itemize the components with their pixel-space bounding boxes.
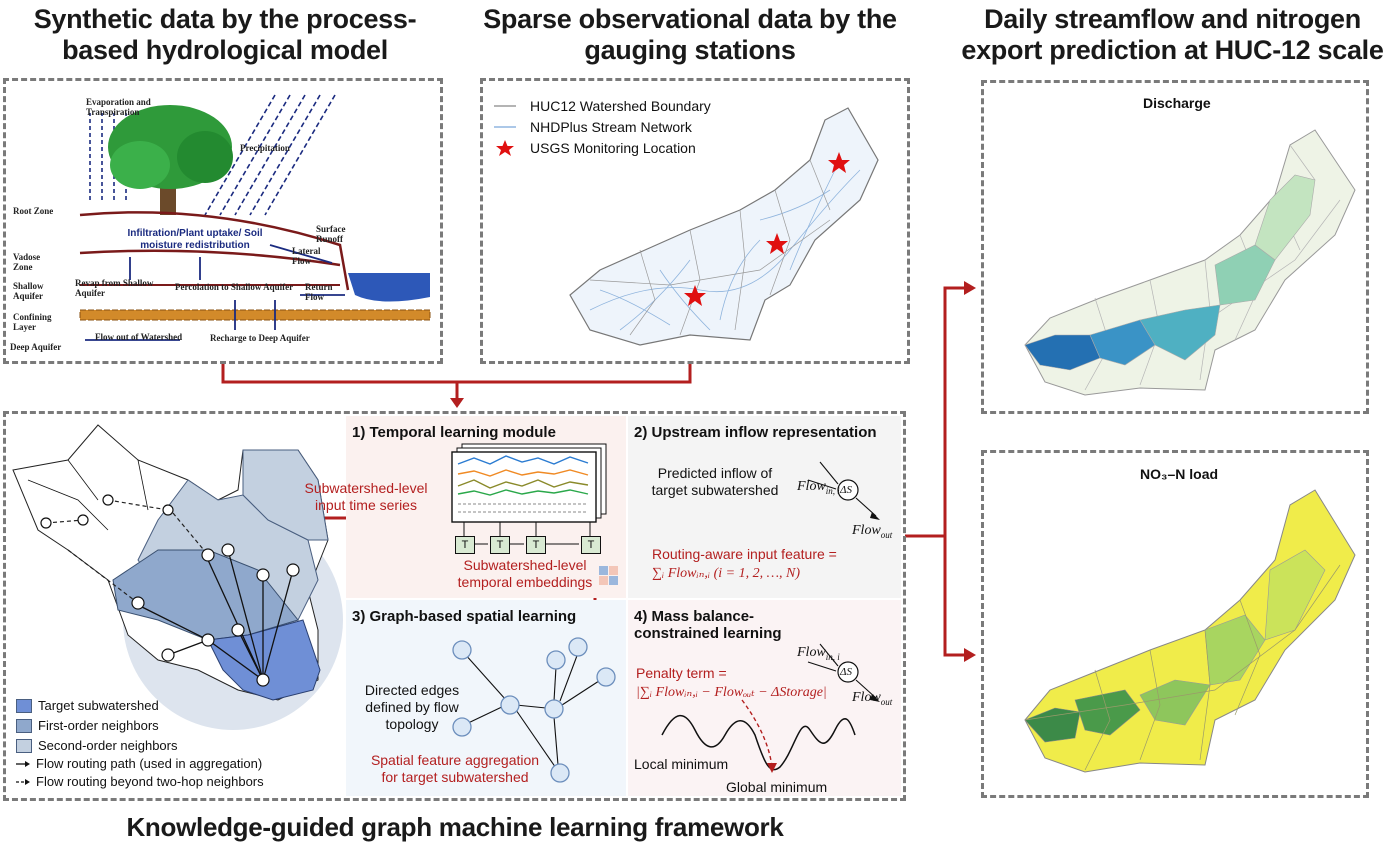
label-vadose-zone: Vadose Zone [13, 252, 41, 272]
legend-routing-beyond: Flow routing beyond two-hop neighbors [16, 774, 264, 790]
t-cell-4: T [581, 536, 601, 554]
t-cell-3: T [526, 536, 546, 554]
hydro-model-diagram [79, 94, 431, 341]
usgs-star-1 [828, 152, 850, 173]
gauge-legend-nhdplus: NHDPlus Stream Network [530, 119, 692, 135]
gauge-legend-usgs: USGS Monitoring Location [530, 140, 696, 156]
mass-flow-in: Flowin, i [797, 645, 840, 662]
upstream-cell [628, 416, 901, 598]
label-flow-out: Flow out of Watershed [95, 332, 183, 342]
graph-aggregation [452, 637, 616, 783]
mass-heading: 4) Mass balance-constrained learning [634, 608, 782, 642]
label-precipitation: Precipitation [240, 143, 290, 153]
spatial-edges-label: Directed edges defined by flow topology [364, 682, 460, 732]
temporal-heading: 1) Temporal learning module [352, 424, 556, 441]
legend-routing-used: Flow routing path (used in aggregation) [16, 756, 262, 772]
upstream-heading: 2) Upstream inflow representation [634, 424, 877, 441]
title-prediction: Daily streamflow and nitrogen export pre… [961, 4, 1384, 65]
usgs-star-3 [684, 285, 706, 306]
upstream-flow-out: Flowout [852, 523, 893, 540]
upstream-delta-s: ΔS [840, 484, 852, 496]
spatial-heading: 3) Graph-based spatial learning [352, 608, 577, 625]
t-cell-2: T [490, 536, 510, 554]
gauge-legend-huc12: HUC12 Watershed Boundary [530, 98, 711, 114]
label-evaporation: Evaporation and Transpiration [86, 97, 151, 117]
local-minimum-label: Local minimum [634, 756, 729, 772]
legend-target: Target subwatershed [16, 698, 159, 714]
nitrate-map [1024, 489, 1356, 773]
gauge-map-panel [480, 78, 910, 364]
legend-second-order: Second-order neighbors [16, 738, 177, 754]
label-shallow-aquifer: Shallow Aquifer [13, 281, 44, 301]
label-lateral-flow: Lateral Flow [292, 246, 321, 266]
embedding-icon [599, 566, 618, 585]
nitrate-title: NO₃–N load [1140, 466, 1219, 482]
title-synthetic: Synthetic data by the process-based hydr… [33, 4, 417, 65]
spatial-cell [346, 600, 626, 796]
huc12-watershed-map [569, 107, 879, 346]
mass-delta-s: ΔS [840, 666, 852, 678]
discharge-title: Discharge [1143, 95, 1211, 111]
subwatershed-graph [12, 424, 343, 730]
label-root-zone: Root Zone [13, 206, 54, 216]
solid-arrow-icon [16, 761, 30, 767]
mass-flow-out: Flowout [852, 690, 893, 707]
t-cell-1: T [455, 536, 475, 554]
time-series-stack [451, 443, 607, 545]
upstream-feature-line1: Routing-aware input feature = [652, 546, 837, 562]
title-framework: Knowledge-guided graph machine learning … [126, 812, 784, 842]
penalty-line1: Penalty term = [636, 665, 727, 681]
temporal-input-label: Subwatershed-level input time series [304, 480, 428, 513]
loss-landscape [661, 699, 856, 773]
flow-balance-diagram [807, 461, 880, 520]
label-return-flow: Return Flow [305, 282, 333, 302]
discharge-map [1024, 129, 1356, 396]
spatial-aggregation-label: Spatial feature aggregation for target s… [370, 752, 540, 785]
title-sparse: Sparse observational data by the gauging… [483, 4, 897, 65]
label-percolation: Percolation to Shallow Aquifer [175, 282, 294, 292]
mass-cell [628, 600, 901, 796]
label-surface-runoff: Surface Runoff [316, 224, 346, 244]
label-recharge: Recharge to Deep Aquifer [210, 333, 310, 343]
mass-balance-diagram [807, 643, 880, 702]
hydro-model-panel [3, 78, 443, 364]
nitrate-panel [981, 450, 1369, 798]
label-confining-layer: Confining Layer [13, 312, 52, 332]
upstream-flow-in: Flowin, i [797, 479, 840, 496]
discharge-panel [981, 80, 1369, 414]
penalty-line2: |∑ᵢ Flowᵢₙ,ᵢ − Flowₒᵤₜ − ΔStorage| [636, 685, 827, 700]
gauge-legend-symbols [494, 105, 516, 156]
label-infiltration: Infiltration/Plant uptake/ Soil moisture… [127, 228, 263, 251]
dashed-arrow-icon [16, 779, 30, 785]
upstream-feature-line2: ∑ᵢ Flowᵢₙ,ᵢ (i = 1, 2, …, N) [652, 566, 801, 581]
legend-first-order: First-order neighbors [16, 718, 159, 734]
global-minimum-label: Global minimum [726, 779, 828, 795]
usgs-star-2 [766, 233, 788, 254]
temporal-embeddings-label: Subwatershed-level temporal embeddings [457, 557, 593, 590]
label-revap: Revap from Shallow Aquifer [75, 278, 154, 298]
upstream-predicted-label: Predicted inflow of target subwatershed [651, 465, 779, 498]
label-deep-aquifer: Deep Aquifer [10, 342, 62, 352]
framework-panel [3, 411, 906, 801]
